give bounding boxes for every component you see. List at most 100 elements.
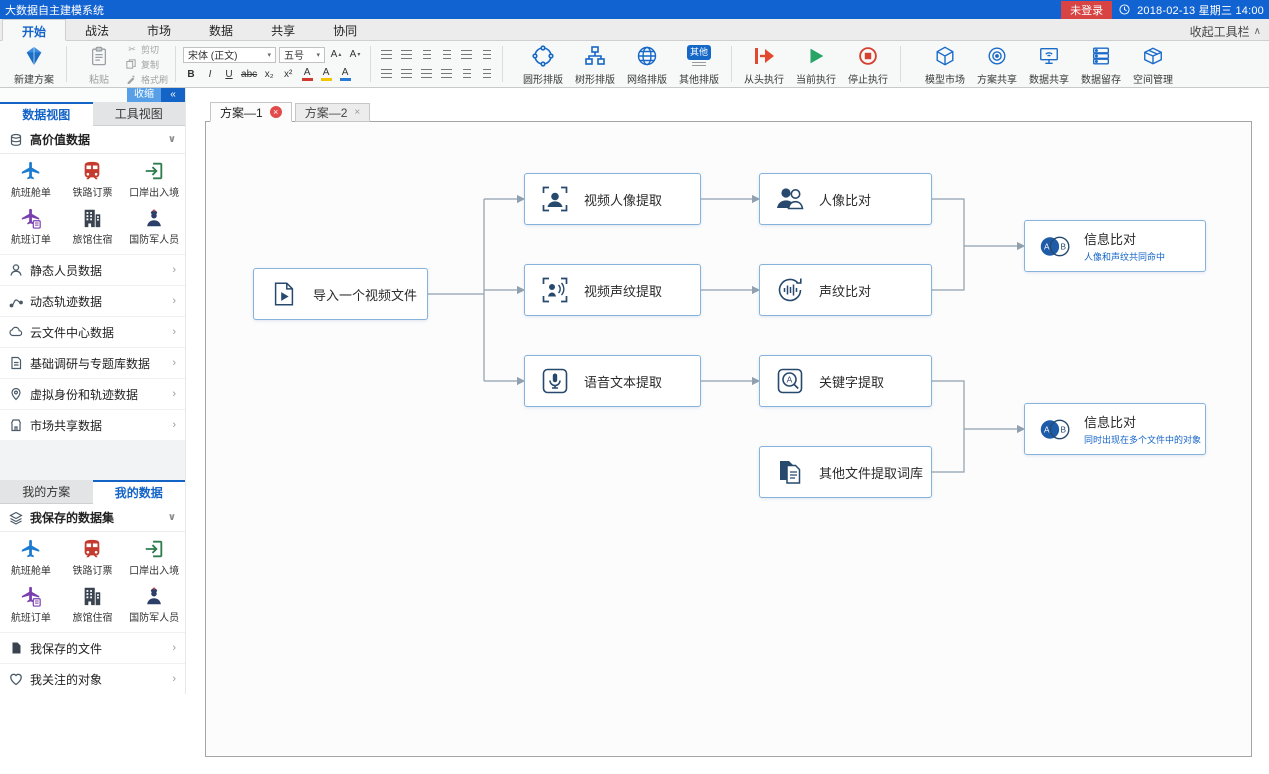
underline-button[interactable]: U xyxy=(225,68,233,80)
font-family-select[interactable]: 宋体 (正文)▾ xyxy=(183,46,277,63)
data-share-button[interactable]: 数据共享 xyxy=(1024,42,1074,86)
dataset-hotel-stay[interactable]: 旅馆住宿 xyxy=(62,581,124,628)
collapse-sidebar-button[interactable]: 收缩 xyxy=(127,88,161,102)
scheme-tab-2[interactable]: 方案—2 × xyxy=(294,103,371,122)
section-dynamic-trajectory[interactable]: 动态轨迹数据 › xyxy=(0,285,185,316)
collapse-left-icon[interactable]: « xyxy=(161,88,185,102)
tab-tool-view[interactable]: 工具视图 xyxy=(92,102,185,126)
copy-button[interactable]: 复制 xyxy=(126,58,168,71)
superscript-button[interactable]: x² xyxy=(283,68,293,80)
align-right-button[interactable] xyxy=(418,66,435,81)
tree-layout-button[interactable]: 树形排版 xyxy=(570,42,620,86)
section-followed-objects[interactable]: 我关注的对象 › xyxy=(0,663,185,694)
show-marks-button[interactable] xyxy=(478,47,495,62)
new-scheme-button[interactable]: 新建方案 xyxy=(9,42,59,86)
dataset-flight-order[interactable]: 航班订单 xyxy=(0,581,62,628)
highlight-color-button[interactable]: A xyxy=(318,67,334,82)
dataset-flight-manifest[interactable]: 航班舱单 xyxy=(0,534,62,581)
section-static-personnel[interactable]: 静态人员数据 › xyxy=(0,254,185,285)
space-management-button[interactable]: 空间管理 xyxy=(1128,42,1178,86)
shrink-font-button[interactable]: A▾ xyxy=(349,49,361,60)
dataset-military-personnel[interactable]: 国防军人员 xyxy=(123,581,185,628)
section-my-saved-datasets[interactable]: 我保存的数据集 ∨ xyxy=(0,504,185,532)
other-layout-button[interactable]: 其他 其他排版 xyxy=(674,42,724,86)
format-painter-button[interactable]: 格式刷 xyxy=(126,73,168,86)
circular-layout-button[interactable]: 圆形排版 xyxy=(518,42,568,86)
bullet-list-button[interactable] xyxy=(378,47,395,62)
close-tab-icon[interactable]: × xyxy=(354,106,361,118)
section-market-shared-data[interactable]: 市场共享数据 › xyxy=(0,409,185,440)
tab-market[interactable]: 市场 xyxy=(147,24,172,38)
node-video-voiceprint-extract[interactable]: 视频声纹提取 xyxy=(524,264,701,316)
model-market-button[interactable]: 模型市场 xyxy=(920,42,970,86)
run-current-button[interactable]: 当前执行 xyxy=(791,42,841,86)
tab-tactics[interactable]: 战法 xyxy=(85,24,110,38)
dataset-flight-order[interactable]: 航班订单 xyxy=(0,203,62,250)
tree-layout-icon xyxy=(583,44,607,68)
login-status-badge[interactable]: 未登录 xyxy=(1061,0,1113,19)
collapse-toolbar-button[interactable]: 收起工具栏 ∧ xyxy=(1189,25,1261,39)
node-import-video[interactable]: 导入一个视频文件 xyxy=(253,268,428,320)
justify-button[interactable] xyxy=(438,66,455,81)
font-color-button[interactable]: A xyxy=(299,67,315,82)
network-layout-button[interactable]: 网络排版 xyxy=(622,42,672,86)
section-basic-research[interactable]: 基础调研与专题库数据 › xyxy=(0,347,185,378)
indent-increase-button[interactable] xyxy=(438,47,455,62)
dataset-military-personnel[interactable]: 国防军人员 xyxy=(123,203,185,250)
bold-button[interactable]: B xyxy=(187,68,195,80)
italic-button[interactable]: I xyxy=(208,68,212,80)
run-from-start-button[interactable]: 从头执行 xyxy=(739,42,789,86)
node-speech-text-extract[interactable]: 语音文本提取 xyxy=(524,355,701,407)
dataset-railway-ticket[interactable]: 铁路订票 xyxy=(62,534,124,581)
font-color-chip xyxy=(301,77,313,81)
indent-decrease-button[interactable] xyxy=(418,47,435,62)
line-spacing-button[interactable] xyxy=(458,66,475,81)
tab-my-schemes[interactable]: 我的方案 xyxy=(0,480,93,504)
section-virtual-identity[interactable]: 虚拟身份和轨迹数据 › xyxy=(0,378,185,409)
node-face-compare[interactable]: 人像比对 xyxy=(759,173,932,225)
data-retention-button[interactable]: 数据留存 xyxy=(1076,42,1126,86)
section-high-value-data[interactable]: 高价值数据 ∨ xyxy=(0,126,185,154)
tab-share[interactable]: 共享 xyxy=(271,24,296,38)
strikethrough-button[interactable]: abc xyxy=(241,68,258,80)
tab-collaboration[interactable]: 协同 xyxy=(333,24,358,38)
dataset-railway-ticket[interactable]: 铁路订票 xyxy=(62,156,124,203)
section-my-saved-files[interactable]: 我保存的文件 › xyxy=(0,632,185,663)
close-tab-icon[interactable]: × xyxy=(269,106,282,118)
workflow-canvas[interactable]: 导入一个视频文件 视频人像提取 视频声纹提取 语音文本提取 人像比对 声纹比对 … xyxy=(205,121,1252,757)
hotel-icon xyxy=(81,207,103,229)
stop-run-button[interactable]: 停止执行 xyxy=(843,42,893,86)
borders-button[interactable] xyxy=(478,66,495,81)
dataset-flight-manifest[interactable]: 航班舱单 xyxy=(0,156,62,203)
node-voiceprint-compare[interactable]: 声纹比对 xyxy=(759,264,932,316)
grow-font-button[interactable]: A▴ xyxy=(330,49,342,60)
tab-data[interactable]: 数据 xyxy=(209,24,234,38)
section-cloud-file-center[interactable]: 云文件中心数据 › xyxy=(0,316,185,347)
chevron-down-icon: ∨ xyxy=(167,134,176,145)
dropdown-icon: ▾ xyxy=(316,51,321,59)
sort-button[interactable] xyxy=(458,47,475,62)
tab-data-view[interactable]: 数据视图 xyxy=(0,102,93,126)
char-shading-button[interactable]: A xyxy=(337,67,353,82)
align-center-button[interactable] xyxy=(398,66,415,81)
dataset-border-entry[interactable]: 口岸出入境 xyxy=(123,156,185,203)
tab-my-data[interactable]: 我的数据 xyxy=(92,480,185,504)
node-video-face-extract[interactable]: 视频人像提取 xyxy=(524,173,701,225)
target-icon xyxy=(986,44,1008,68)
subscript-button[interactable]: x₂ xyxy=(264,68,274,80)
node-other-files-lexicon[interactable]: 其他文件提取词库 xyxy=(759,446,932,498)
dataset-border-entry[interactable]: 口岸出入境 xyxy=(123,534,185,581)
tab-start[interactable]: 开始 xyxy=(2,19,67,41)
font-size-select[interactable]: 五号▾ xyxy=(279,46,326,63)
play-icon xyxy=(805,44,827,68)
cut-button[interactable]: ✂剪切 xyxy=(126,43,168,56)
paste-button[interactable]: 粘贴 xyxy=(74,42,124,86)
scheme-share-button[interactable]: 方案共享 xyxy=(972,42,1022,86)
scheme-tab-1[interactable]: 方案—1 × xyxy=(210,102,292,122)
node-keyword-extract[interactable]: A 关键字提取 xyxy=(759,355,932,407)
align-left-button[interactable] xyxy=(378,66,395,81)
numbered-list-button[interactable] xyxy=(398,47,415,62)
dataset-hotel-stay[interactable]: 旅馆住宿 xyxy=(62,203,124,250)
